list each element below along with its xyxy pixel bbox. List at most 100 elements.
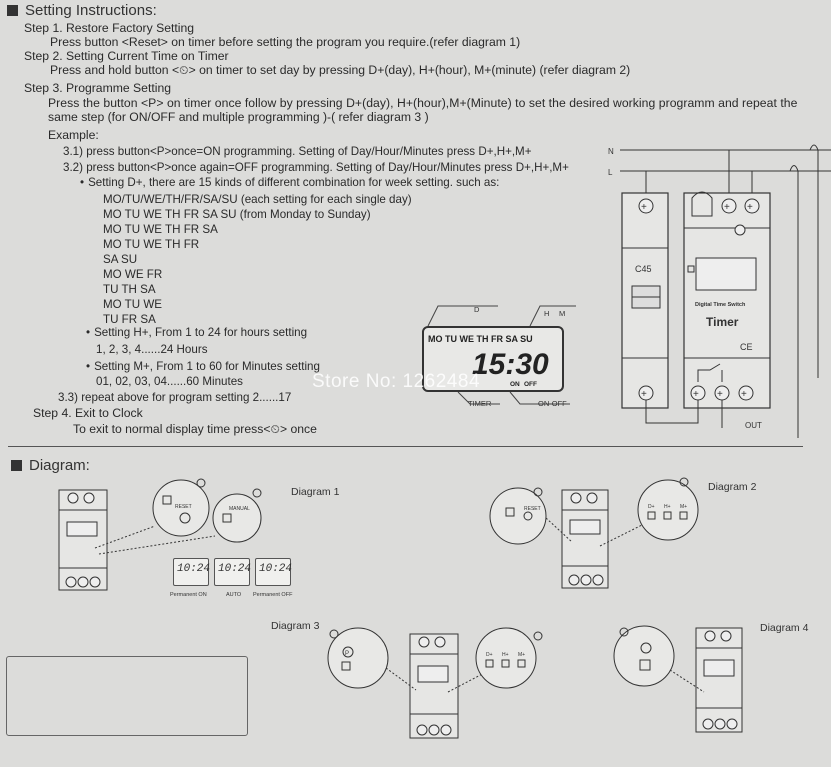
- zoom-circle-1: [152, 479, 210, 537]
- bullet-minute-setting: Setting M+, From 1 to 60 for Minutes set…: [86, 359, 320, 374]
- bullet-hour-setting: Setting H+, From 1 to 24 for hours setti…: [86, 325, 307, 340]
- diagram-3-illustration: P D+ H+ M+: [327, 627, 543, 739]
- timer-clip: [691, 191, 713, 217]
- button-label-m: M+: [680, 504, 687, 510]
- timer-body: [561, 489, 609, 589]
- clock-button-icon: [523, 511, 533, 521]
- screw-terminal-icon: [592, 574, 604, 586]
- lcd-label-on: ON: [510, 381, 520, 388]
- wiring-diagram: N L + C45 + + + Digital Time Switch Time…: [608, 144, 831, 438]
- screw-terminal-icon: [65, 576, 77, 588]
- zoom-circle-2: [637, 479, 699, 541]
- lcd-pointer-timer: [457, 391, 500, 405]
- list-item: TU FR SA: [103, 313, 156, 326]
- setting-instructions-heading: Setting Instructions:: [7, 2, 157, 19]
- timer-led: [687, 265, 695, 273]
- step-number-1-icon: [619, 627, 629, 637]
- blank-note-box: [6, 656, 248, 736]
- screw-terminal-icon: [704, 630, 716, 642]
- lcd-mode-auto: 10:24: [214, 558, 252, 586]
- step-number-1-icon: [533, 487, 543, 497]
- step1-title: Step 1. Restore Factory Setting: [24, 21, 195, 35]
- step1-text: Press button <Reset> on timer before set…: [50, 35, 521, 49]
- diagram-4-illustration: [613, 625, 743, 733]
- lcd-pointer-onoff: [509, 391, 570, 405]
- button-icon: [663, 511, 672, 520]
- screw-terminal-icon: [440, 724, 452, 736]
- screw-terminal-icon: [702, 718, 714, 730]
- zoom-circle-2: [212, 493, 262, 543]
- diagram-3-label: Diagram 3: [271, 620, 320, 632]
- screw-terminal-icon: [89, 576, 101, 588]
- zoom-circle-1: [489, 487, 547, 545]
- clock-button-icon: [640, 642, 652, 654]
- list-item: MO WE FR: [103, 268, 163, 281]
- button-icon: [341, 661, 351, 671]
- breaker-label: C45: [635, 264, 652, 274]
- screw-terminal-icon: [570, 492, 582, 504]
- mode-caption-permanent-on: Permanent ON: [170, 592, 207, 598]
- power-source-icon: [734, 224, 746, 236]
- hours-range: 1, 2, 3, 4......24 Hours: [96, 343, 208, 356]
- zoom-pointer: [94, 525, 156, 549]
- button-icon: [162, 495, 172, 505]
- plus-icon: +: [641, 202, 647, 213]
- heading-square-icon: [7, 5, 18, 16]
- step4-title: Step 4. Exit to Clock: [33, 406, 143, 420]
- list-item: MO TU WE: [103, 298, 163, 311]
- example-3-1: 3.1) press button<P>once=ON programming.…: [63, 145, 532, 158]
- lcd-display-illustration: D H M MO TU WE TH FR SA SU 15:30 ON OFF …: [422, 305, 576, 408]
- output-label: OUT: [745, 421, 762, 430]
- step2-title: Step 2. Setting Current Time on Timer: [24, 49, 229, 63]
- week-combinations-list: MO/TU/WE/TH/FR/SA/SU (each setting for e…: [103, 192, 412, 327]
- manual-label: MANUAL: [229, 506, 250, 512]
- p-button-icon: [342, 646, 354, 658]
- timer-body: [409, 633, 459, 739]
- zoom-circle-1: [327, 627, 389, 689]
- step-number-1-icon: [196, 478, 206, 488]
- plus-icon: +: [741, 389, 747, 400]
- button-icon: [501, 659, 510, 668]
- step3-text-line2: same step (for ON/OFF and multiple progr…: [48, 110, 429, 124]
- lcd-pointer-hm: [529, 305, 576, 327]
- button-icon: [222, 513, 232, 523]
- reset-label: RESET: [175, 504, 192, 510]
- list-item: MO TU WE TH FR SA: [103, 223, 218, 236]
- lcd-mode-time: 10:24: [218, 563, 252, 575]
- screw-terminal-icon: [428, 724, 440, 736]
- zoom-pointer: [669, 669, 705, 693]
- screw-terminal-icon: [77, 576, 89, 588]
- wiring-label-n: N: [608, 147, 614, 156]
- timer-body: [58, 489, 108, 591]
- screw-terminal-icon: [83, 492, 95, 504]
- relay-contact-icon: [697, 363, 721, 382]
- ce-mark: CE: [740, 342, 753, 352]
- button-icon: [679, 511, 688, 520]
- heading-square-icon: [11, 460, 22, 471]
- reset-button-icon: [179, 512, 191, 524]
- screw-terminal-icon: [738, 385, 754, 401]
- lcd-label-h: H: [544, 309, 549, 318]
- zoom-circle-1: [613, 625, 675, 687]
- diagram-2-illustration: RESET D+ H+ M+: [489, 477, 699, 589]
- lcd-label-d: D: [474, 305, 480, 314]
- screw-terminal-icon: [416, 724, 428, 736]
- timer-screen: [66, 521, 98, 537]
- lcd-label-off: OFF: [524, 381, 537, 388]
- plus-icon: +: [641, 389, 647, 400]
- screw-terminal-icon: [586, 492, 598, 504]
- wire-drop: [809, 144, 819, 378]
- timer-screen: [703, 659, 735, 677]
- lcd-pointer-d: [427, 305, 498, 327]
- bottom-wire: [645, 400, 699, 424]
- zoom-pointer: [545, 517, 573, 543]
- reset-label: RESET: [524, 506, 541, 512]
- button-label-m: M+: [518, 652, 525, 658]
- list-item: MO/TU/WE/TH/FR/SA/SU (each setting for e…: [103, 193, 412, 206]
- lcd-label-onoff: ON-OFF: [538, 399, 567, 408]
- lcd-label-m: M: [559, 309, 565, 318]
- timer-body: [683, 192, 771, 409]
- lcd-weekdays: MO TU WE TH FR SA SU: [428, 334, 533, 344]
- step-number-1-icon: [329, 629, 339, 639]
- mode-caption-auto: AUTO: [226, 592, 242, 598]
